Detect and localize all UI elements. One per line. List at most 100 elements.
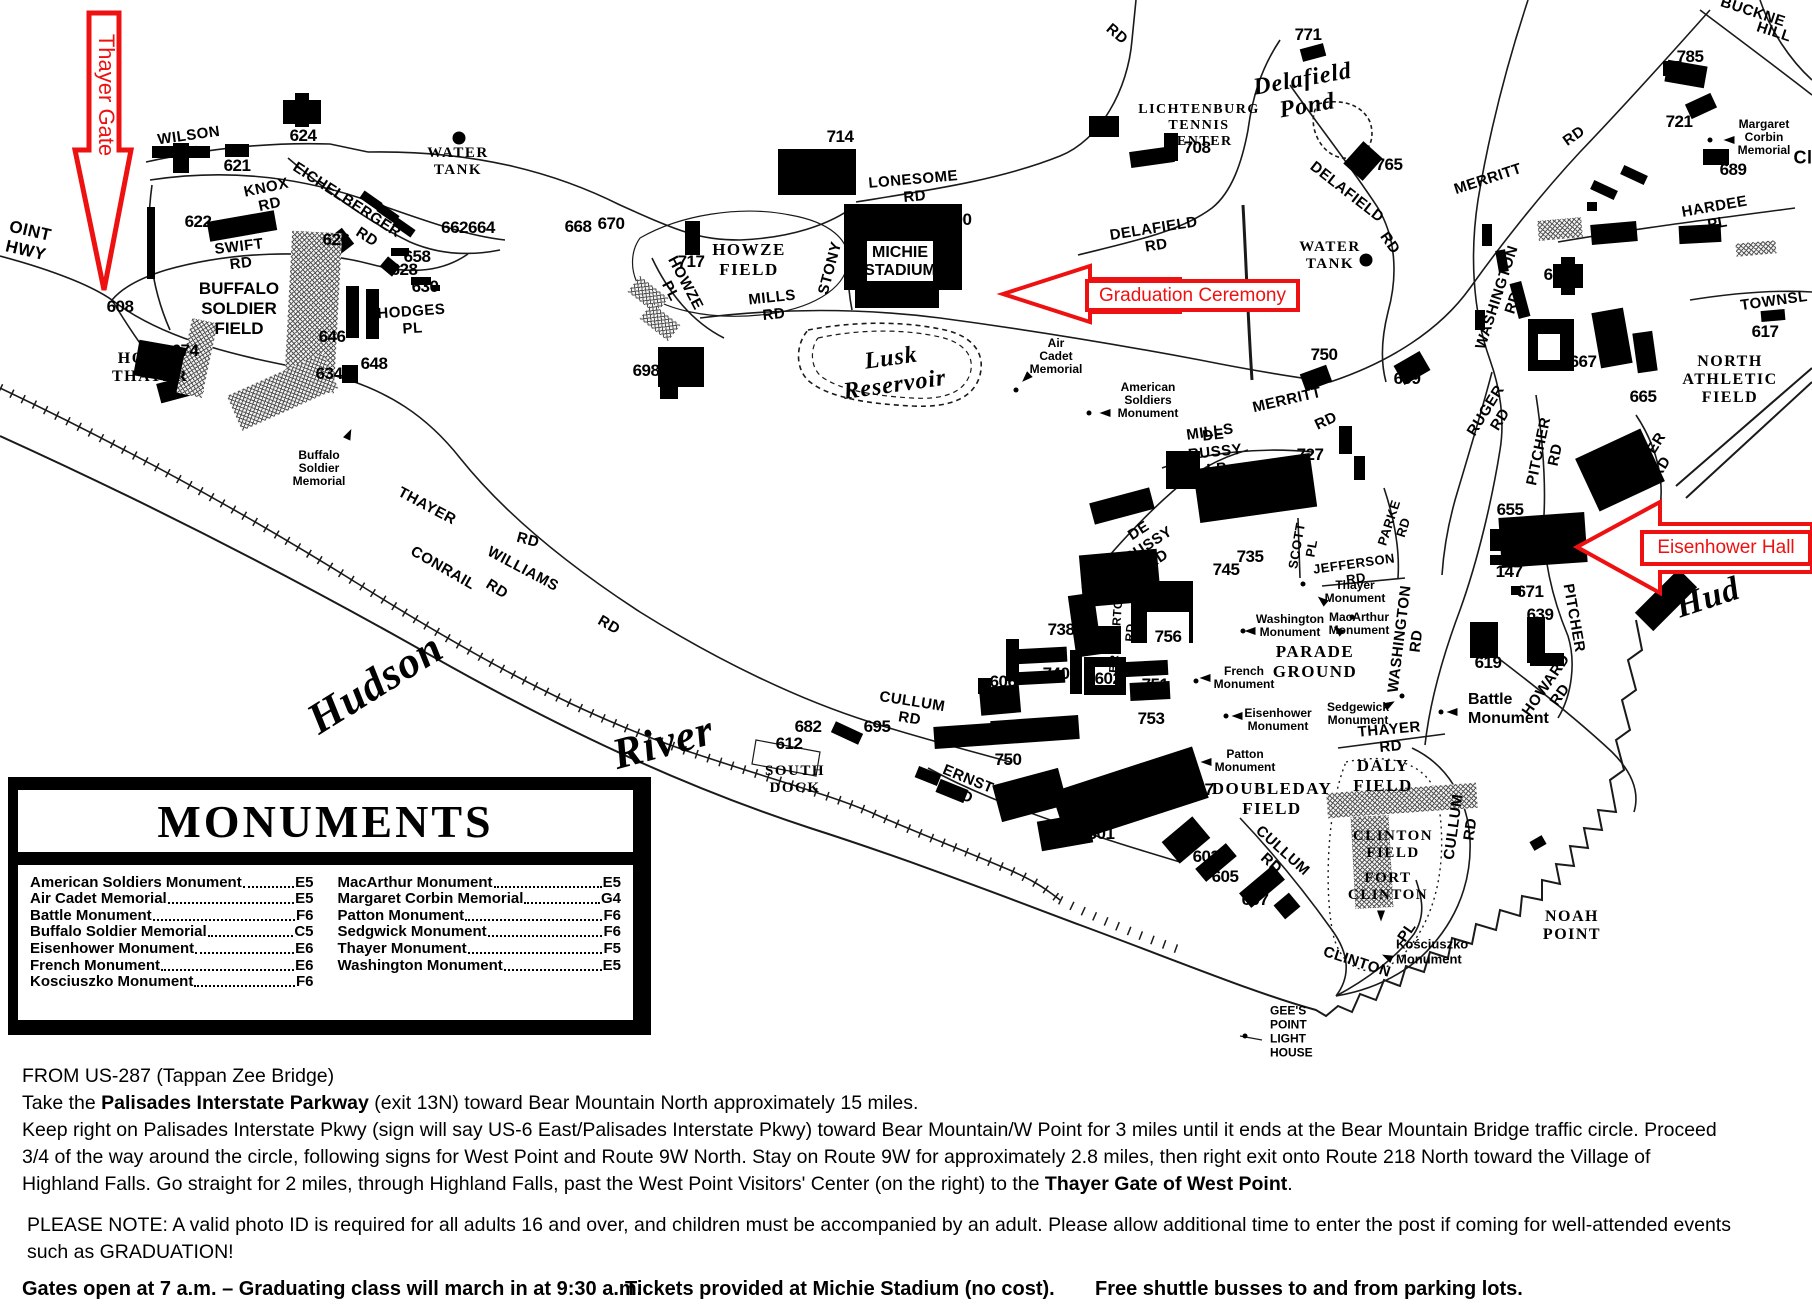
map-label: 665 bbox=[1629, 387, 1657, 406]
building-shape bbox=[391, 248, 409, 256]
direction-line: such as GRADUATION! bbox=[27, 1239, 1804, 1266]
monument-name: Patton Monument bbox=[337, 906, 465, 924]
monument-name: American Soldiers Monument bbox=[30, 873, 242, 891]
building-shape bbox=[1470, 622, 1498, 658]
map-dot-icon bbox=[1349, 614, 1355, 620]
map-label: 617 bbox=[1751, 322, 1779, 341]
building-shape bbox=[855, 286, 939, 308]
building-shape bbox=[1070, 650, 1082, 694]
map-label: 639 bbox=[1526, 605, 1554, 624]
map-label: 605 bbox=[1211, 867, 1239, 886]
map-label: 756 bbox=[1154, 627, 1182, 646]
map-label: Air Cadet Memorial bbox=[1029, 336, 1083, 377]
map-label: Buffalo Soldier Memorial bbox=[292, 448, 346, 489]
building-shape bbox=[1490, 529, 1508, 551]
map-label: 658 bbox=[403, 247, 431, 266]
map-label: 612 bbox=[775, 734, 803, 753]
map-dot-icon bbox=[1707, 137, 1713, 143]
direction-text: . bbox=[1287, 1173, 1293, 1195]
map-label: WATER TANK bbox=[427, 145, 489, 178]
thayer-gate-arrow bbox=[71, 10, 135, 291]
map-dot-icon bbox=[1193, 678, 1199, 684]
map-label: 600 bbox=[1051, 715, 1079, 734]
grid-reference: F6 bbox=[603, 923, 621, 941]
dot-leader bbox=[207, 935, 294, 938]
tickets-text: Tickets provided at Michie Stadium (no c… bbox=[625, 1278, 1055, 1300]
map-label: Thayer Monument bbox=[1324, 577, 1386, 605]
map-label: Washington Monument bbox=[1255, 611, 1325, 639]
monument-name: Margaret Corbin Memorial bbox=[337, 890, 524, 908]
shuttle-text: Free shuttle busses to and from parking … bbox=[1095, 1278, 1523, 1300]
map-label: LICHTENBURG TENNIS CENTER bbox=[1138, 102, 1260, 149]
please-note: PLEASE NOTE: A valid photo ID is require… bbox=[22, 1212, 1804, 1266]
grid-reference: F5 bbox=[603, 939, 621, 957]
map-label: 668 bbox=[564, 217, 592, 236]
building-shape bbox=[1147, 612, 1189, 648]
building-shape bbox=[295, 93, 309, 127]
dot-leader bbox=[503, 968, 602, 971]
map-label: 667 bbox=[1569, 352, 1597, 371]
map-label: 771 bbox=[1294, 25, 1322, 44]
grid-reference: E5 bbox=[295, 873, 314, 891]
building-shape bbox=[1005, 639, 1019, 681]
building-shape bbox=[345, 286, 359, 338]
map-label: 735 bbox=[1236, 547, 1264, 566]
dot-leader bbox=[152, 918, 295, 921]
dot-leader bbox=[487, 935, 603, 938]
map-dot-icon bbox=[1013, 387, 1019, 393]
map-label: Patton Monument bbox=[1214, 746, 1276, 774]
direction-text: such as GRADUATION! bbox=[27, 1241, 234, 1263]
map-label: 699 bbox=[1393, 369, 1421, 388]
map-label: 646 bbox=[318, 327, 346, 346]
map-label: Cl bbox=[1793, 147, 1812, 168]
map-label: 671 bbox=[1516, 582, 1544, 601]
map-label: 750 bbox=[994, 750, 1022, 769]
graduation-ceremony-text: Graduation Ceremony bbox=[1099, 284, 1286, 306]
map-label: DALY FIELD bbox=[1353, 756, 1413, 795]
building-shape bbox=[1338, 426, 1352, 454]
direction-text: Highland Falls. Go straight for 2 miles,… bbox=[22, 1173, 1045, 1195]
eisenhower-hall-text: Eisenhower Hall bbox=[1657, 537, 1795, 558]
map-label: 745 bbox=[1212, 560, 1240, 579]
map-label: NOAH POINT bbox=[1542, 908, 1602, 943]
building-shape bbox=[1095, 667, 1115, 685]
grid-reference: E6 bbox=[295, 956, 314, 974]
direction-text-bold: Thayer Gate of West Point bbox=[1044, 1173, 1288, 1195]
building-shape bbox=[1703, 149, 1729, 165]
direction-text: PLEASE NOTE: A valid photo ID is require… bbox=[27, 1214, 1731, 1236]
map-label: 648 bbox=[360, 354, 388, 373]
map-label: 695 bbox=[863, 717, 891, 736]
dot-leader bbox=[242, 885, 295, 888]
building-shape bbox=[1204, 560, 1250, 580]
dot-leader bbox=[195, 951, 295, 954]
map-label: 630 bbox=[411, 277, 439, 296]
grid-reference: E5 bbox=[295, 890, 314, 908]
map-label: Margaret Corbin Memorial bbox=[1737, 117, 1791, 158]
map-dot-icon bbox=[1191, 761, 1197, 767]
building-shape bbox=[1587, 201, 1597, 211]
map-label: 700 bbox=[944, 210, 972, 229]
map-label: 601 bbox=[1087, 824, 1115, 843]
direction-line: 3/4 of the way around the circle, follow… bbox=[22, 1144, 1804, 1171]
building-shape bbox=[365, 289, 379, 339]
grid-reference: E5 bbox=[602, 873, 621, 891]
grid-reference: F6 bbox=[295, 973, 314, 991]
grid-reference: G4 bbox=[600, 890, 621, 908]
legend-entry: Margaret Corbin Memorial G4 bbox=[337, 890, 622, 908]
eisenhower-hall-label: Eisenhower Hall bbox=[1640, 530, 1812, 566]
map-dot-icon bbox=[1223, 713, 1229, 719]
building-shape bbox=[1527, 617, 1545, 663]
map-label: 765 bbox=[1375, 155, 1403, 174]
map-label: 602 bbox=[1094, 669, 1122, 688]
building-shape bbox=[1663, 60, 1679, 76]
dot-leader bbox=[465, 918, 603, 921]
